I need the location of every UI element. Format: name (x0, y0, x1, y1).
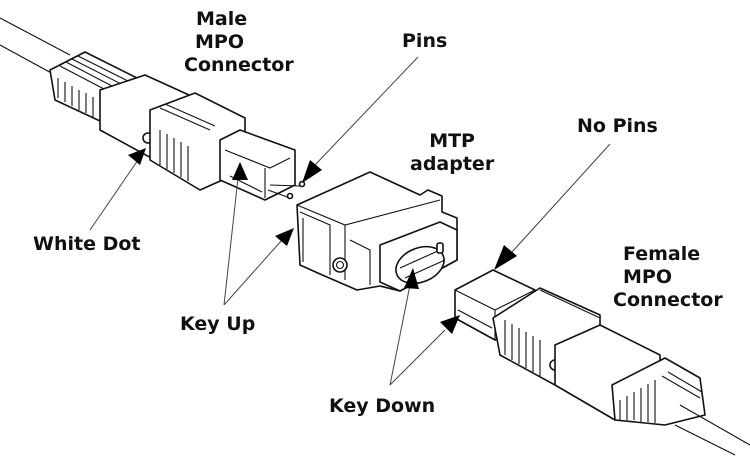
label-male-line1: Male (196, 8, 248, 30)
female-boot (611, 357, 706, 426)
label-mtp-adapter: MTP adapter (410, 130, 494, 176)
leader-key-up (223, 162, 294, 306)
label-female-mpo-connector: Female MPO Connector (613, 243, 723, 312)
label-female-line1: Female (623, 243, 701, 265)
label-male-mpo-connector: Male MPO Connector (184, 8, 294, 77)
male-pins (267, 180, 306, 200)
leader-key-down (389, 268, 460, 386)
label-female-line2: MPO (623, 266, 672, 288)
label-pins: Pins (402, 30, 448, 52)
leader-no-pins (494, 143, 611, 270)
leader-pins (302, 56, 419, 183)
label-key-down: Key Down (329, 395, 436, 417)
male-ferrule (219, 129, 306, 201)
label-female-line3: Connector (613, 289, 723, 311)
female-cable (674, 404, 750, 456)
label-male-line3: Connector (184, 54, 294, 76)
leader-white-dot (89, 148, 146, 231)
label-no-pins: No Pins (577, 115, 658, 137)
mtp-adapter (296, 171, 458, 292)
label-adapter-line2: adapter (410, 153, 495, 175)
label-key-up: Key Up (180, 313, 256, 335)
male-cable (0, 17, 71, 76)
label-white-dot: White Dot (33, 233, 141, 255)
label-male-line2: MPO (195, 31, 244, 53)
label-adapter-line1: MTP (429, 130, 475, 152)
female-mpo-connector (454, 269, 750, 456)
